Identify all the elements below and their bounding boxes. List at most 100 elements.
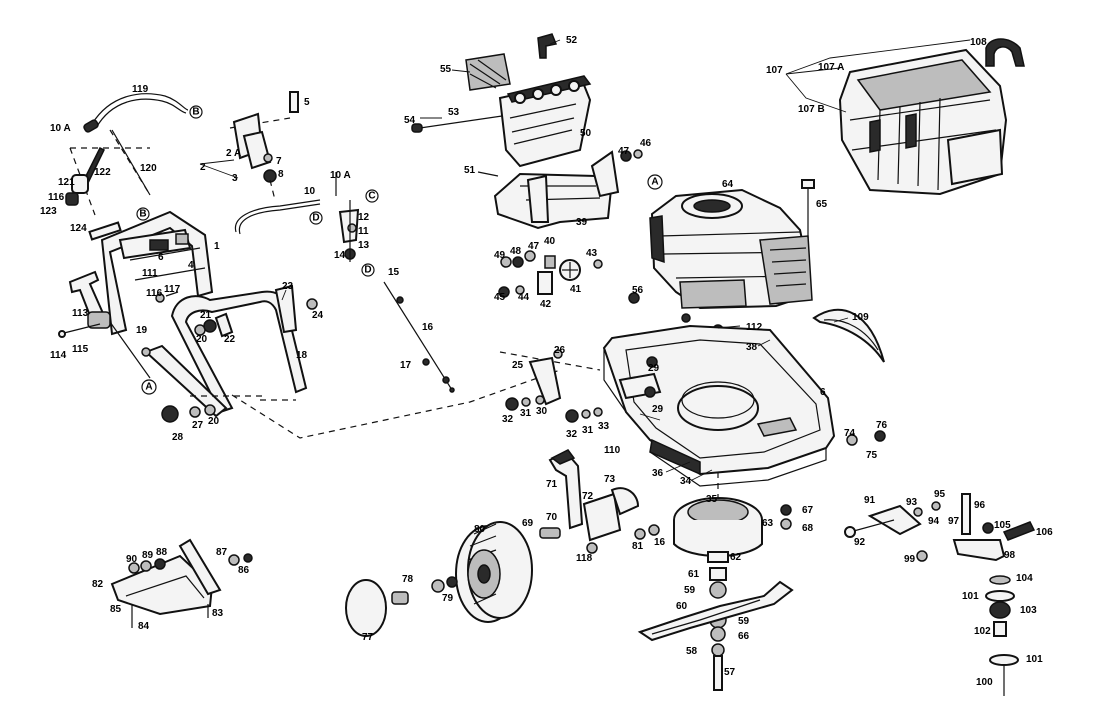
part-label: 53 (448, 107, 460, 118)
part-label: 107 A (818, 62, 844, 73)
rear-flap-assembly (110, 538, 253, 628)
part-label: 81 (632, 541, 644, 552)
part-label: 115 (72, 344, 89, 355)
part-label: 20 (196, 334, 208, 345)
part-label: 42 (540, 299, 552, 310)
part-label: 55 (440, 64, 452, 75)
part-label: 75 (866, 450, 878, 461)
part-label: 46 (640, 138, 652, 149)
grass-box (785, 38, 1025, 196)
part-label: 47 (528, 241, 540, 252)
connection-dashes (190, 351, 601, 439)
rear-wheel (345, 521, 533, 637)
leader-lines (199, 39, 849, 481)
part-label: 107 (766, 65, 783, 76)
part-label: 69 (522, 518, 534, 529)
part-label: 8 (278, 169, 284, 180)
part-label: 45 (494, 292, 506, 303)
circled-label: C (368, 191, 375, 202)
part-label: 16 (422, 322, 434, 333)
circled-label: A (145, 382, 152, 393)
part-label: 123 (40, 206, 57, 217)
part-label: 74 (844, 428, 856, 439)
part-label: 95 (934, 489, 946, 500)
part-label: 118 (576, 553, 593, 564)
part-label: 30 (536, 406, 548, 417)
part-labels: 119 10 A B 5 120 2 A 7 2 8 122 3 121 10 … (40, 35, 1053, 688)
part-label: 76 (876, 420, 888, 431)
part-label: 25 (512, 360, 524, 371)
part-label: 4 (188, 260, 194, 271)
part-label: 64 (722, 179, 734, 190)
part-label: 91 (864, 495, 876, 506)
engine (628, 179, 815, 500)
part-label: 80 (474, 524, 486, 535)
part-label: 77 (362, 632, 374, 643)
part-label: 120 (140, 163, 157, 174)
part-label: 94 (928, 516, 940, 527)
part-label: 90 (126, 554, 138, 565)
part-label: 112 (746, 322, 763, 333)
part-label: 44 (518, 292, 530, 303)
part-label: 63 (762, 518, 774, 529)
part-label: 50 (580, 128, 592, 139)
part-label: 29 (652, 404, 664, 415)
front-axle-bracket (844, 493, 1036, 696)
blade-assembly (637, 497, 794, 691)
part-label: 10 (304, 186, 316, 197)
part-label: 28 (172, 432, 184, 443)
part-label: 98 (1004, 550, 1016, 561)
part-label: 104 (1016, 573, 1033, 584)
part-label: 24 (312, 310, 324, 321)
part-label: 31 (520, 408, 532, 419)
part-label: 72 (582, 491, 594, 502)
part-label: 105 (994, 520, 1011, 531)
part-label: 52 (566, 35, 578, 46)
part-label: 10 A (50, 123, 71, 134)
part-label: 59 (684, 585, 696, 596)
part-label: 92 (854, 537, 866, 548)
part-label: 27 (192, 420, 204, 431)
part-label: 85 (110, 604, 122, 615)
part-label: 26 (554, 345, 566, 356)
part-label: 2 A (226, 148, 241, 159)
part-label: 124 (70, 223, 87, 234)
part-label: 82 (92, 579, 104, 590)
throttle-bracket-group (229, 91, 455, 393)
height-adjuster (539, 449, 660, 554)
part-label: 84 (138, 621, 150, 632)
part-label: 2 (200, 162, 206, 173)
part-label: 101 (962, 591, 979, 602)
part-label: 62 (730, 552, 742, 563)
part-label: 41 (570, 284, 582, 295)
part-label: 119 (132, 84, 149, 95)
part-label: 17 (400, 360, 412, 371)
part-label: 39 (576, 217, 588, 228)
part-label: 106 (1036, 527, 1053, 538)
part-label: 38 (746, 342, 758, 353)
part-label: 21 (200, 310, 212, 321)
circled-label: B (139, 209, 146, 220)
part-label: 61 (688, 569, 700, 580)
part-label: 40 (544, 236, 556, 247)
part-label: 87 (216, 547, 228, 558)
part-label: 6 (158, 252, 164, 263)
part-label: 51 (464, 165, 476, 176)
part-label: 20 (208, 416, 220, 427)
circled-label: B (192, 107, 199, 118)
part-label: 31 (582, 425, 594, 436)
part-label: 73 (604, 474, 616, 485)
part-label: 101 (1026, 654, 1043, 665)
part-label: 78 (402, 574, 414, 585)
part-label: 65 (816, 199, 828, 210)
part-label: 34 (680, 476, 692, 487)
part-label: 29 (648, 363, 660, 374)
part-label: 108 (970, 37, 987, 48)
part-label: 83 (212, 608, 224, 619)
part-label: 122 (94, 167, 111, 178)
circled-label: D (364, 265, 371, 276)
handle-assembly (58, 93, 318, 423)
part-label: 49 (494, 250, 506, 261)
part-label: 32 (566, 429, 578, 440)
